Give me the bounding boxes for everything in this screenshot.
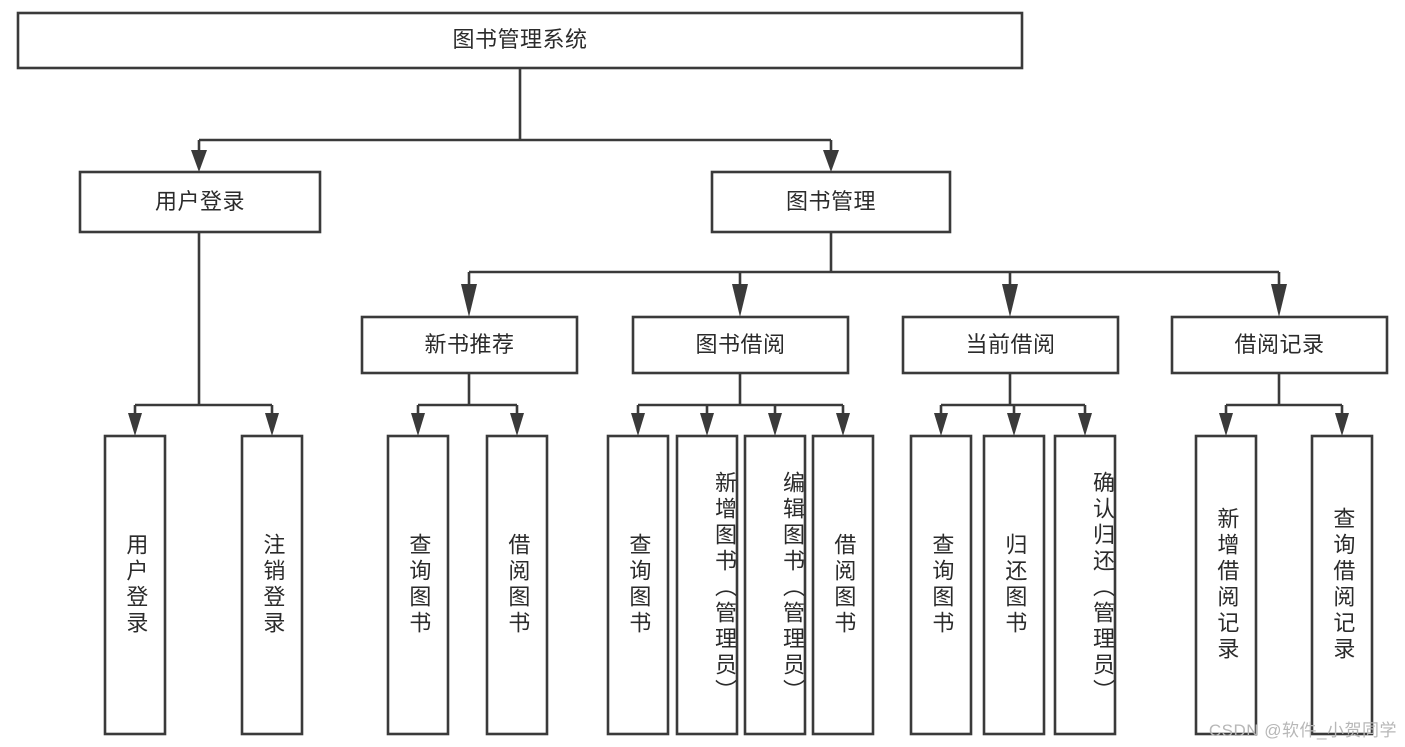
arrow-head-leaf-borrow-book-recommend <box>510 413 524 436</box>
arrow-head-book-borrow <box>732 284 748 317</box>
connector-group-root <box>191 68 839 172</box>
arrow-head-leaf-query-borrow-record <box>1335 413 1349 436</box>
node-box-leaf-return-book[interactable] <box>982 434 1046 736</box>
node-box-leaf-borrow-book[interactable] <box>811 434 875 736</box>
arrow-head-book-management <box>823 150 839 172</box>
arrow-head-leaf-confirm-return-admin <box>1078 413 1092 436</box>
connector-group-new-book-recommend <box>411 373 524 436</box>
arrow-head-leaf-add-borrow-record <box>1219 413 1233 436</box>
arrow-head-leaf-user-login <box>128 413 142 436</box>
node-box-leaf-logout[interactable] <box>240 434 304 736</box>
connector-group-book-borrow <box>631 373 850 436</box>
arrow-head-leaf-return-book <box>1007 413 1021 436</box>
node-box-new-book-recommend[interactable] <box>360 315 579 375</box>
node-box-leaf-query-book-current[interactable] <box>909 434 973 736</box>
arrow-head-user-login <box>191 150 207 172</box>
node-box-book-management[interactable] <box>710 170 952 234</box>
node-box-leaf-query-book-recommend[interactable] <box>386 434 450 736</box>
arrow-head-leaf-query-book-borrow <box>631 413 645 436</box>
arrow-head-current-borrow <box>1002 284 1018 317</box>
arrow-head-leaf-add-book-admin <box>700 413 714 436</box>
node-box-leaf-query-book-borrow[interactable] <box>606 434 670 736</box>
connector-group-user-login <box>128 232 279 436</box>
node-box-root[interactable] <box>16 11 1024 70</box>
arrow-head-leaf-logout <box>265 413 279 436</box>
csdn-watermark: CSDN @软件_小贺同学 <box>1208 721 1397 740</box>
node-box-book-borrow[interactable] <box>631 315 850 375</box>
node-box-current-borrow[interactable] <box>901 315 1120 375</box>
connector-group-current-borrow <box>934 373 1092 436</box>
node-box-leaf-borrow-book-recommend[interactable] <box>485 434 549 736</box>
arrow-head-borrow-record <box>1271 284 1287 317</box>
arrow-head-leaf-query-book-current <box>934 413 948 436</box>
node-box-leaf-edit-book-admin[interactable] <box>743 434 807 736</box>
node-box-leaf-add-book-admin[interactable] <box>675 434 739 736</box>
arrow-head-leaf-borrow-book <box>836 413 850 436</box>
arrow-head-leaf-edit-book-admin <box>768 413 782 436</box>
node-box-leaf-user-login[interactable] <box>103 434 167 736</box>
node-box-borrow-record[interactable] <box>1170 315 1389 375</box>
node-box-leaf-confirm-return-admin[interactable] <box>1053 434 1117 736</box>
connector-group-book-management <box>461 232 1287 317</box>
node-box-leaf-add-borrow-record[interactable] <box>1194 434 1258 736</box>
arrow-head-leaf-query-book-recommend <box>411 413 425 436</box>
connector-group-borrow-record <box>1219 373 1349 436</box>
node-box-leaf-query-borrow-record[interactable] <box>1310 434 1374 736</box>
node-box-user-login[interactable] <box>78 170 322 234</box>
arrow-head-new-book-recommend <box>461 284 477 317</box>
